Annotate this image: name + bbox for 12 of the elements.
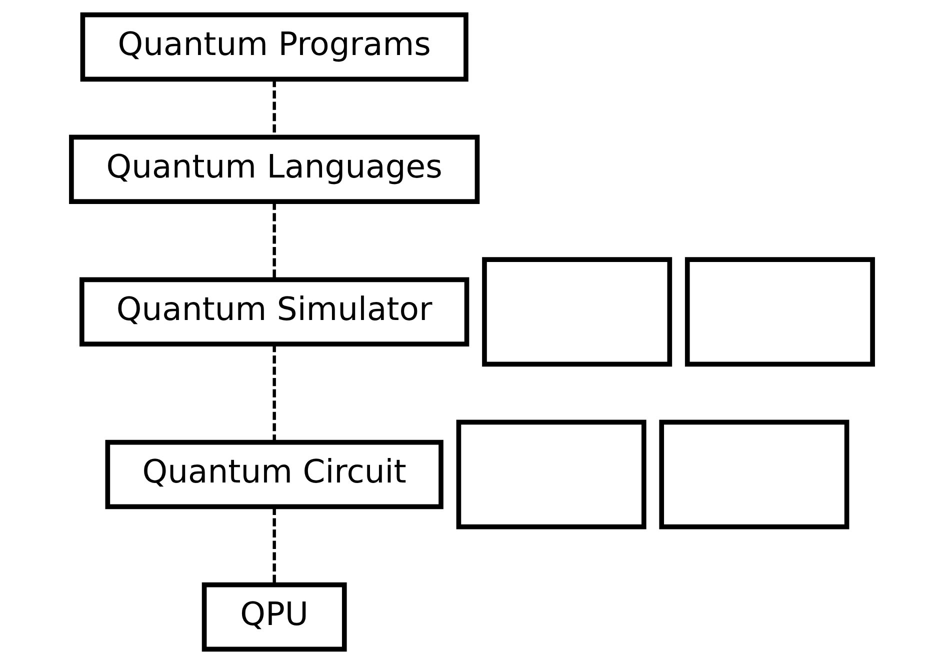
node-box: QPU <box>201 582 346 652</box>
connector <box>272 344 276 442</box>
node-box: Quantum Programs <box>80 12 468 82</box>
node-box <box>684 257 874 367</box>
node-box <box>456 420 646 530</box>
connector <box>272 202 276 280</box>
node-box <box>482 257 672 367</box>
node-box: Quantum Simulator <box>79 277 469 346</box>
node-box <box>658 420 849 530</box>
node-box: Quantum Circuit <box>104 440 443 510</box>
connector <box>272 507 276 585</box>
node-box: Quantum Languages <box>68 134 480 204</box>
